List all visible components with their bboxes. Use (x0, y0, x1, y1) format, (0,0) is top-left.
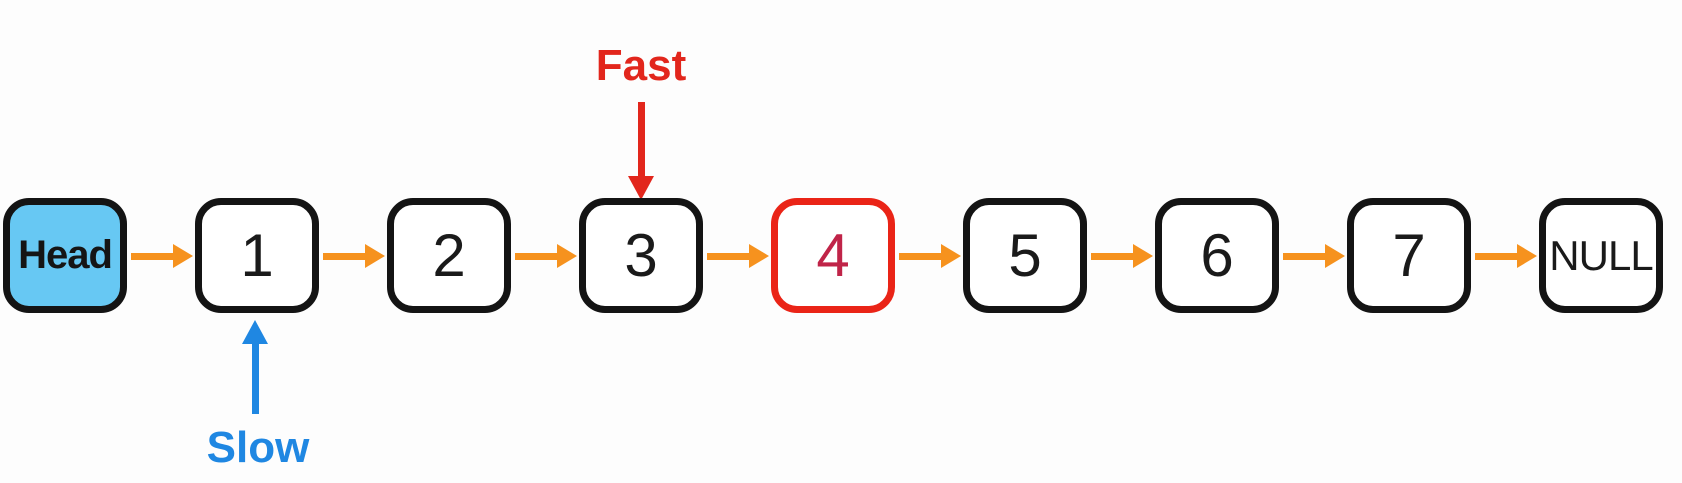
slow-pointer-arrow-up-icon (242, 320, 268, 344)
arrow-right-icon (1133, 243, 1153, 268)
next-pointer-arrow (127, 243, 195, 269)
node-1: 1 (195, 198, 319, 313)
arrow-right-icon (1517, 243, 1537, 268)
node-head: Head (3, 198, 127, 313)
arrow-right-icon (1325, 243, 1345, 268)
next-pointer-arrow (703, 243, 771, 269)
arrow-shaft (707, 252, 751, 260)
arrow-shaft (1475, 252, 1519, 260)
node-null: NULL (1539, 198, 1663, 313)
fast-pointer-arrow-down-icon (628, 176, 654, 200)
arrow-shaft (515, 252, 559, 260)
arrow-shaft (899, 252, 943, 260)
fast-pointer-label: Fast (595, 41, 687, 90)
arrow-shaft (1283, 252, 1327, 260)
arrow-shaft (1091, 252, 1135, 260)
slow-pointer-label: Slow (206, 423, 310, 472)
node-4-highlighted: 4 (771, 198, 895, 313)
arrow-right-icon (941, 243, 961, 268)
next-pointer-arrow (319, 243, 387, 269)
node-2: 2 (387, 198, 511, 313)
node-5: 5 (963, 198, 1087, 313)
node-3: 3 (579, 198, 703, 313)
arrow-right-icon (173, 243, 193, 268)
fast-pointer-arrow-shaft (638, 102, 645, 178)
next-pointer-arrow (895, 243, 963, 269)
arrow-right-icon (557, 243, 577, 268)
next-pointer-arrow (1087, 243, 1155, 269)
slow-pointer-arrow-shaft (252, 344, 259, 414)
arrow-right-icon (749, 243, 769, 268)
node-7: 7 (1347, 198, 1471, 313)
node-row: Head 1 2 3 4 5 6 7 NULL (3, 198, 1663, 313)
node-6: 6 (1155, 198, 1279, 313)
next-pointer-arrow (1279, 243, 1347, 269)
next-pointer-arrow (1471, 243, 1539, 269)
arrow-shaft (131, 252, 175, 260)
arrow-right-icon (365, 243, 385, 268)
arrow-shaft (323, 252, 367, 260)
next-pointer-arrow (511, 243, 579, 269)
